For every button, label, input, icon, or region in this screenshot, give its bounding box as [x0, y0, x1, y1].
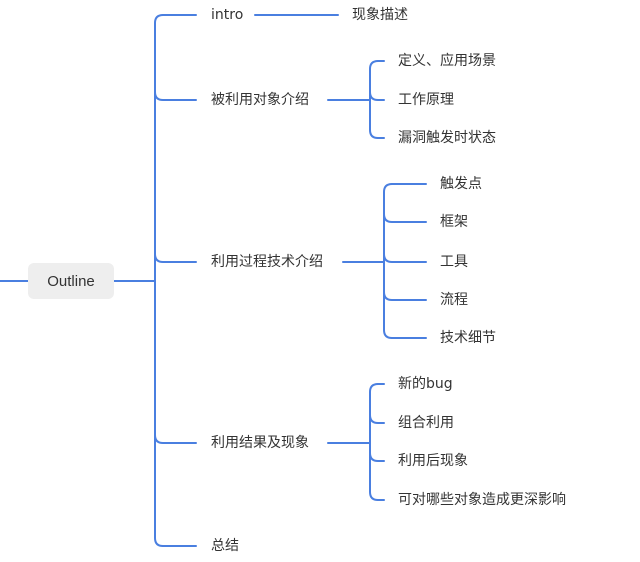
branch-1-child-1-line: [369, 91, 385, 101]
branch-3-bus: [369, 383, 379, 501]
branch-2-child-1[interactable]: 框架: [440, 214, 468, 230]
branch-0-label[interactable]: intro: [211, 7, 244, 23]
branch-3-child-1[interactable]: 组合利用: [398, 415, 454, 431]
branch-2-child-0[interactable]: 触发点: [440, 176, 482, 192]
branch-3-child-1-line: [369, 414, 385, 424]
branch-3-child-3[interactable]: 可对哪些对象造成更深影响: [398, 492, 566, 508]
branch-2-child-4[interactable]: 技术细节: [440, 330, 496, 346]
branch-1-child-0[interactable]: 定义、应用场景: [398, 53, 496, 69]
branch-2-bus: [383, 183, 393, 339]
branch-3-label[interactable]: 利用结果及现象: [211, 435, 309, 451]
branch-connector-1: [154, 91, 197, 101]
branch-1-label[interactable]: 被利用对象介绍: [211, 92, 309, 108]
branch-connector-3: [154, 434, 197, 444]
branch-4-label[interactable]: 总结: [211, 538, 239, 554]
branch-2-label[interactable]: 利用过程技术介绍: [211, 254, 323, 270]
root-node[interactable]: Outline: [28, 263, 114, 299]
branch-2-child-2-line: [383, 253, 427, 263]
trunk: [154, 14, 164, 547]
intro-child-0[interactable]: 现象描述: [352, 7, 408, 23]
branch-1-child-1[interactable]: 工作原理: [398, 92, 454, 108]
branch-3-child-2[interactable]: 利用后现象: [398, 453, 468, 469]
branch-1-bus: [369, 60, 379, 139]
branch-2-child-2[interactable]: 工具: [440, 254, 468, 270]
branch-3-child-2-line: [369, 452, 385, 462]
branch-2-child-3[interactable]: 流程: [440, 292, 468, 308]
branch-2-child-1-line: [383, 213, 427, 223]
branch-3-child-0[interactable]: 新的bug: [398, 376, 453, 392]
branch-connector-2: [154, 253, 197, 263]
root-label: Outline: [47, 272, 95, 290]
branch-1-child-2[interactable]: 漏洞触发时状态: [398, 130, 496, 146]
branch-2-child-3-line: [383, 291, 427, 301]
